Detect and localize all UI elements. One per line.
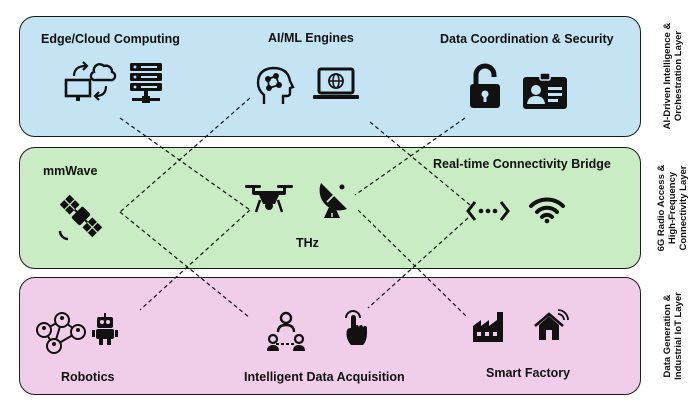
- smart-home-icon: [534, 309, 569, 340]
- connection-line: [369, 121, 471, 206]
- group-label-smart-factory: Smart Factory: [486, 366, 571, 380]
- group-label-data-acquisition: Intelligent Data Acquisition: [244, 370, 405, 384]
- connection-line: [119, 97, 251, 213]
- group-label-connectivity-bridge: Real-time Connectivity Bridge: [433, 157, 611, 171]
- wifi-icon: [529, 197, 565, 224]
- factory-icon: [473, 312, 503, 342]
- brain-head-icon: [256, 66, 295, 104]
- connection-line: [139, 209, 251, 311]
- padlock-open-icon: [470, 63, 500, 108]
- satellite-icon: [58, 194, 103, 241]
- connection-line: [119, 117, 251, 211]
- laptop-globe-icon: [313, 67, 359, 99]
- touch-hand-icon: [345, 310, 367, 345]
- group-label-mmwave: mmWave: [43, 164, 98, 178]
- monitor-cloud-sync-icon: [64, 61, 117, 101]
- connection-line: [357, 209, 469, 319]
- satellite-dish-icon: [319, 183, 347, 218]
- network-people-icon: [36, 312, 86, 354]
- group-label-thz: THz: [296, 236, 319, 250]
- group-label-data-coordination: Data Coordination & Security: [440, 32, 614, 46]
- people-network-icon: [267, 311, 305, 351]
- link-arrows-icon: [466, 201, 510, 221]
- group-label-edge-cloud: Edge/Cloud Computing: [41, 32, 180, 46]
- side-label-orchestration-layer: AI-Driven Intelligence &Orchestration La…: [662, 22, 684, 130]
- group-label-robotics: Robotics: [61, 370, 115, 384]
- server-rack-icon: [130, 63, 162, 103]
- group-label-ai-ml: AI/ML Engines: [268, 31, 354, 45]
- connection-line: [119, 211, 251, 319]
- robot-icon: [92, 313, 118, 345]
- connection-line: [367, 217, 469, 309]
- id-badge-icon: [523, 72, 567, 109]
- drone-icon: [245, 185, 293, 213]
- connection-line: [354, 117, 466, 196]
- iot-layer-panel: [19, 277, 641, 395]
- side-label-iot-layer: Data Generation &Industrial IoT Layer: [662, 292, 684, 380]
